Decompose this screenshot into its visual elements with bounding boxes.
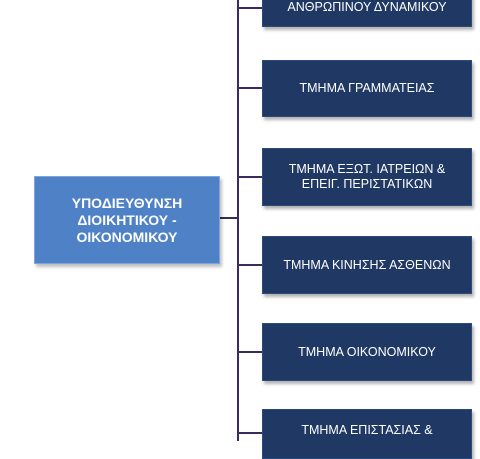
child-node-human-resources: ΑΝΘΡΩΠΙΝΟΥ ΔΥΝΑΜΙΚΟΥ (262, 0, 472, 27)
child-node-patient-movement: ΤΜΗΜΑ ΚΙΝΗΣΗΣ ΑΣΘΕΝΩΝ (262, 236, 472, 294)
org-chart-connectors (220, 0, 262, 441)
child-node-line: ΤΜΗΜΑ ΕΞΩΤ. ΙΑΤΡΕΙΩΝ & (288, 162, 446, 176)
parent-node-line: ΥΠΟΔΙΕΥΘΥΝΣΗ (71, 194, 183, 211)
child-node-label: ΤΜΗΜΑ ΟΙΚΟΝΟΜΙΚΟΥ (298, 344, 436, 359)
child-node-label: ΤΜΗΜΑ ΕΞΩΤ. ΙΑΤΡΕΙΩΝ & ΕΠΕΙΓ. ΠΕΡΙΣΤΑΤΙΚ… (289, 162, 445, 192)
child-node-outpatient-emergency: ΤΜΗΜΑ ΕΞΩΤ. ΙΑΤΡΕΙΩΝ & ΕΠΕΙΓ. ΠΕΡΙΣΤΑΤΙΚ… (262, 148, 472, 206)
parent-node-label: ΥΠΟΔΙΕΥΘΥΝΣΗ ΔΙΟΙΚΗΤΙΚΟΥ - ΟΙΚΟΝΟΜΙΚΟΥ (72, 195, 183, 246)
child-node-label: ΤΜΗΜΑ ΚΙΝΗΣΗΣ ΑΣΘΕΝΩΝ (283, 257, 451, 272)
child-node-supervision: ΤΜΗΜΑ ΕΠΙΣΤΑΣΙΑΣ & (262, 409, 472, 459)
parent-node-subdirectorate: ΥΠΟΔΙΕΥΘΥΝΣΗ ΔΙΟΙΚΗΤΙΚΟΥ - ΟΙΚΟΝΟΜΙΚΟΥ (34, 176, 220, 264)
parent-node-line: ΟΙΚΟΝΟΜΙΚΟΥ (76, 228, 178, 245)
child-node-label: ΤΜΗΜΑ ΕΠΙΣΤΑΣΙΑΣ & (301, 423, 433, 437)
child-node-label: ΤΜΗΜΑ ΓΡΑΜΜΑΤΕΙΑΣ (299, 81, 435, 95)
child-node-finance: ΤΜΗΜΑ ΟΙΚΟΝΟΜΙΚΟΥ (262, 323, 472, 381)
parent-node-line: ΔΙΟΙΚΗΤΙΚΟΥ - (77, 211, 177, 228)
child-node-label: ΑΝΘΡΩΠΙΝΟΥ ΔΥΝΑΜΙΚΟΥ (287, 0, 447, 14)
child-node-line: ΕΠΕΙΓ. ΠΕΡΙΣΤΑΤΙΚΩΝ (301, 177, 433, 191)
child-node-secretariat: ΤΜΗΜΑ ΓΡΑΜΜΑΤΕΙΑΣ (262, 60, 472, 117)
